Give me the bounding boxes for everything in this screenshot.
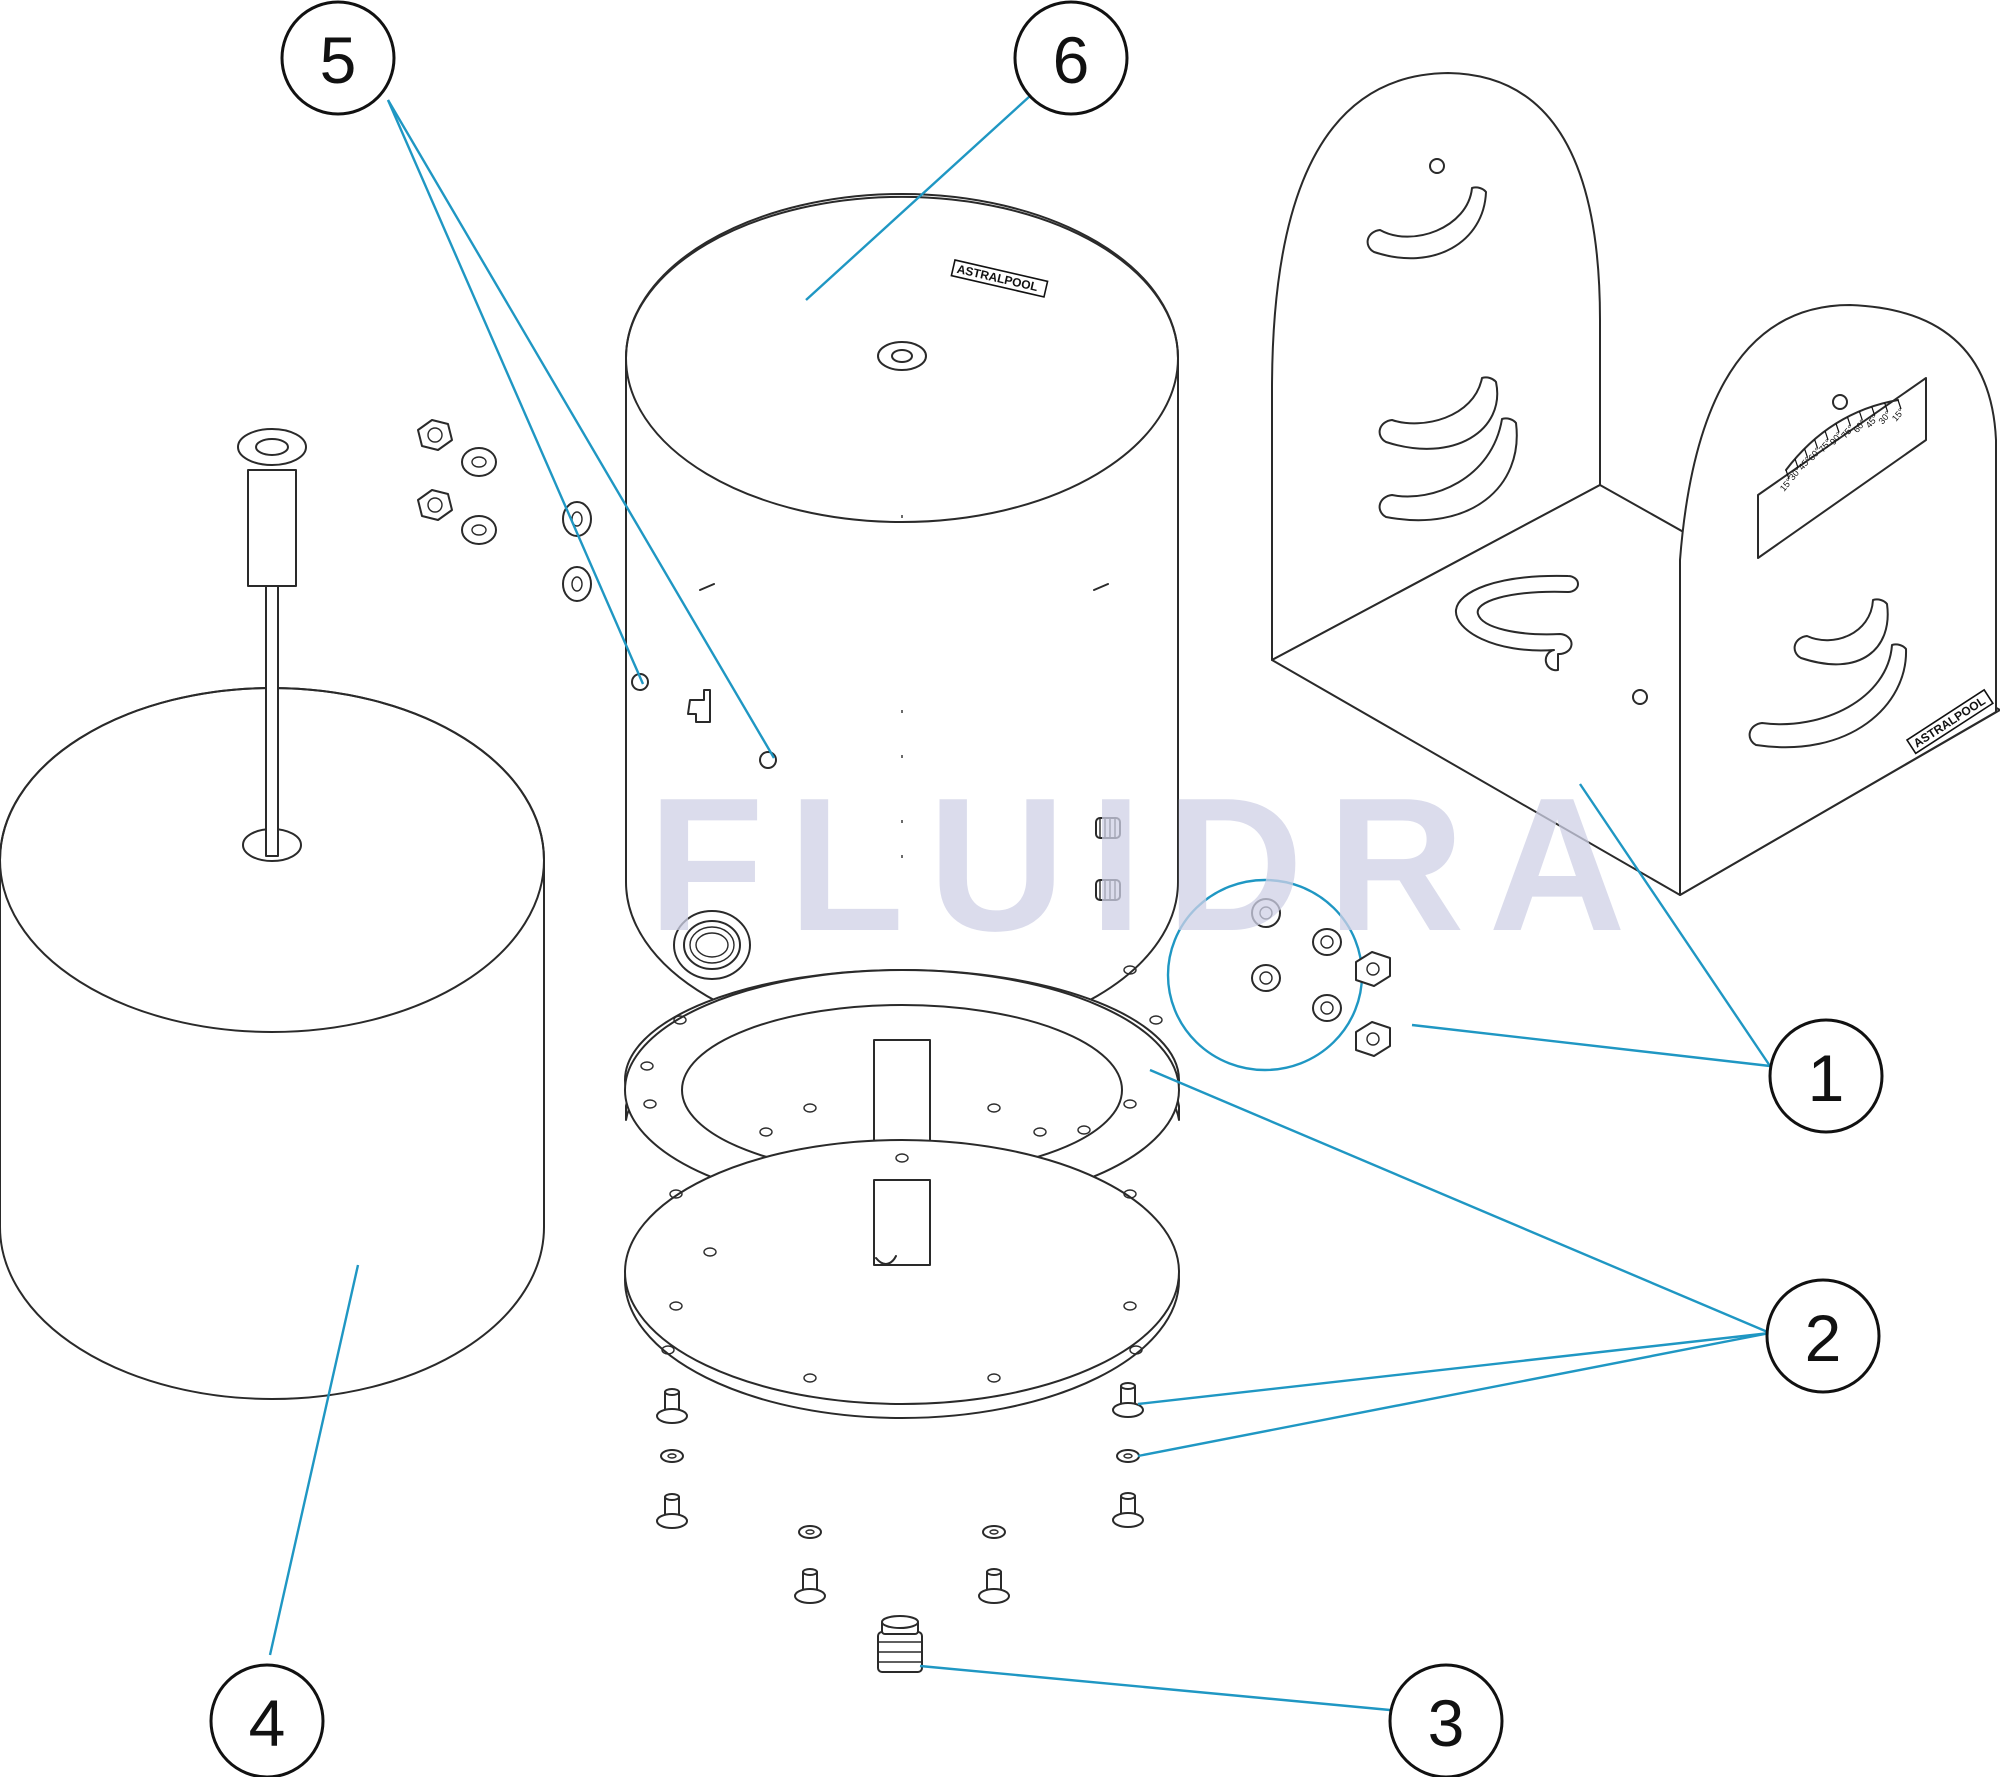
part-5-nuts-washers	[417, 419, 592, 602]
angle-scale-plate: 15°30°45°60°75°90°75°60°45°30°15°	[1757, 377, 1927, 559]
part-1-u-bracket: 15°30°45°60°75°90°75°60°45°30°15° ASTRAL…	[1271, 72, 2000, 896]
callout-6: 6	[1013, 0, 1129, 116]
callout-4-label: 4	[249, 1686, 286, 1760]
callout-2: 2	[1765, 1278, 1881, 1394]
callout-2-label: 2	[1805, 1301, 1842, 1375]
callout-1-label: 1	[1808, 1041, 1845, 1115]
bottom-bolts-and-washers	[656, 1382, 1144, 1604]
leader-2b	[1137, 1331, 1771, 1406]
callout-5: 5	[280, 0, 396, 116]
leader-3	[919, 1664, 1391, 1712]
leader-lines	[268, 95, 1771, 1712]
scale-tick	[1794, 458, 1799, 469]
part-3-cable-gland	[877, 1615, 923, 1673]
scale-tick	[1871, 406, 1876, 416]
scale-tick	[1858, 411, 1863, 421]
scale-tick	[1785, 469, 1790, 480]
leader-1b	[1411, 1023, 1771, 1068]
leader-2c	[1137, 1331, 1771, 1458]
leader-5b	[386, 99, 776, 759]
callout-6-label: 6	[1053, 23, 1090, 97]
watermark: FLUIDRA	[648, 759, 1650, 971]
scale-tick	[1884, 402, 1889, 413]
leader-5a	[386, 99, 645, 685]
scale-tick	[1846, 416, 1852, 427]
scale-tick	[1813, 439, 1819, 449]
part-2-flange-assembly	[624, 969, 1180, 1419]
scale-tick	[1803, 448, 1809, 458]
scale-tick	[1824, 430, 1829, 441]
part-6-main-tank: ASTRALPOOL	[625, 193, 1179, 1045]
callout-5-label: 5	[320, 23, 357, 97]
bolt-holes	[640, 965, 1163, 1383]
part-4-cylinder-shell	[0, 428, 545, 1400]
scale-tick	[1897, 399, 1902, 410]
leader-4	[268, 1264, 360, 1656]
leader-2a	[1149, 1068, 1771, 1335]
part-1-hardware-detail	[1166, 878, 1391, 1072]
callout-3-label: 3	[1428, 1686, 1465, 1760]
side-threaded-studs	[1095, 817, 1121, 901]
leader-6	[805, 95, 1031, 301]
scale-tick	[1835, 423, 1840, 433]
callout-3: 3	[1388, 1663, 1504, 1779]
callout-1: 1	[1768, 1018, 1884, 1134]
leader-1a	[1579, 783, 1771, 1067]
callout-4: 4	[209, 1663, 325, 1779]
